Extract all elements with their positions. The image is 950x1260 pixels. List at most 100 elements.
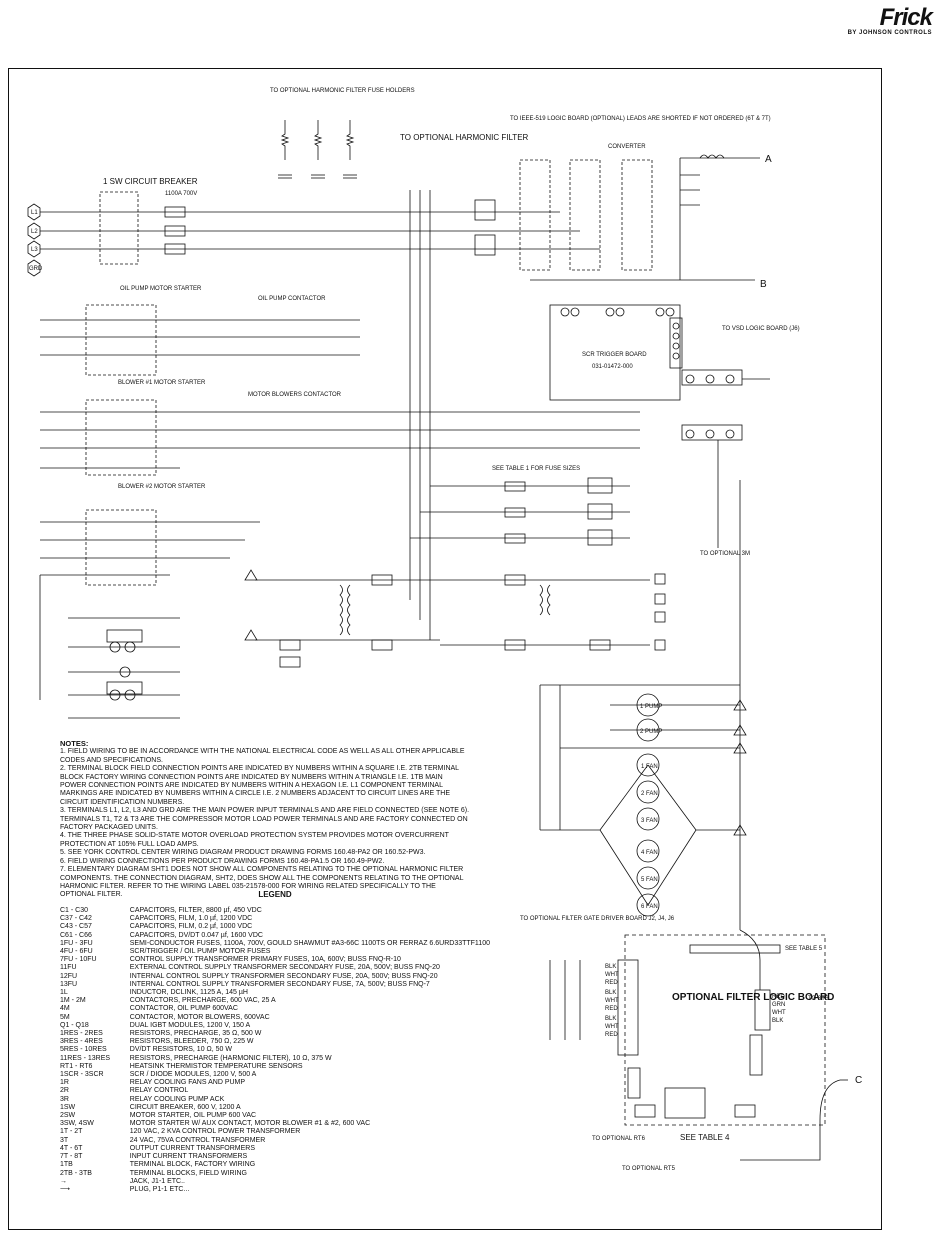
point-b-label: B bbox=[760, 279, 767, 290]
legend-code: C43 - C57 bbox=[60, 923, 92, 931]
converter-section: TO IEEE-519 LOGIC BOARD (OPTIONAL) LEADS… bbox=[474, 116, 772, 290]
legend-code: RT1 - RT6 bbox=[60, 1062, 93, 1070]
legend-description: RELAY COOLING FANS AND PUMP bbox=[129, 1079, 246, 1087]
fan-6-circle bbox=[636, 893, 660, 917]
fan-label: 1 FAN bbox=[641, 764, 658, 770]
main-power-lines: 1 SW CIRCUIT BREAKER 1100A 700V bbox=[40, 177, 600, 265]
fuse-2fu bbox=[164, 225, 186, 237]
legend-description: CAPACITORS, DV/DT 0.047 µf, 1600 VDC bbox=[129, 931, 263, 939]
legend-description: RELAY COOLING PUMP ACK bbox=[129, 1095, 225, 1103]
wire-color: RED bbox=[605, 1006, 618, 1012]
j4-connector bbox=[669, 317, 683, 369]
legend-description: CONTROL SUPPLY TRANSFORMER PRIMARY FUSES… bbox=[129, 956, 401, 964]
to-optional-rt5-label: TO OPTIONAL RT5 bbox=[622, 1166, 676, 1172]
legend-description: 120 VAC, 2 KVA CONTROL POWER TRANSFORMER bbox=[129, 1128, 301, 1136]
legend-code: 1TB bbox=[60, 1161, 73, 1169]
to-optional-rt6-label: TO OPTIONAL RT6 bbox=[592, 1136, 646, 1142]
wire-color: WHT bbox=[605, 1024, 619, 1030]
motor-blowers-contactor-label: MOTOR BLOWERS CONTACTOR bbox=[248, 392, 342, 398]
pump-2-label: 2 PUMP bbox=[640, 729, 662, 735]
wire-color: WHT bbox=[605, 998, 619, 1004]
j9-connector bbox=[664, 1087, 706, 1119]
legend-row: C61 - C66 CAPACITORS, DV/DT 0.047 µf, 160… bbox=[60, 932, 490, 940]
j2-connector bbox=[617, 959, 639, 1056]
legend-description: DUAL IGBT MODULES, 1200 V, 150 A bbox=[129, 1021, 251, 1029]
legend-description: INDUCTOR, DCLINK, 1125 A, 145 µH bbox=[129, 989, 248, 997]
wire-color: WHT bbox=[605, 972, 619, 978]
legend-description: SEMI-CONDUCTOR FUSES, 1100A, 700V, GOULD… bbox=[129, 939, 490, 947]
legend-code: 1M - 2M bbox=[60, 997, 86, 1005]
legend-code: 1RES - 2RES bbox=[60, 1030, 103, 1038]
legend-code: 1L bbox=[60, 989, 68, 997]
legend-description: EXTERNAL CONTROL SUPPLY TRANSFORMER SECO… bbox=[129, 964, 440, 972]
legend-description: CONTACTORS, PRECHARGE, 600 VAC, 25 A bbox=[129, 997, 276, 1005]
wire-color: BLK bbox=[605, 990, 616, 996]
breaker-rating: 1100A 700V bbox=[165, 191, 197, 197]
legend-code: 5M bbox=[60, 1013, 70, 1021]
legend-row: 1FU - 3FU SEMI-CONDUCTOR FUSES, 1100A, 70… bbox=[60, 940, 490, 948]
harmonic-filter-fuse-group: TO OPTIONAL HARMONIC FILTER FUSE HOLDERS… bbox=[270, 88, 529, 640]
legend-description: INPUT CURRENT TRANSFORMERS bbox=[129, 1153, 248, 1161]
circuit-breaker-box bbox=[99, 191, 139, 265]
legend-description: RESISTORS, BLEEDER, 750 Ω, 225 W bbox=[129, 1038, 254, 1046]
cooling-fans-pumps: 1 PUMP 2 PUMP 1 FAN 2 FAN 3 FAN 4 FAN 5 … bbox=[539, 684, 747, 917]
scr-module-2 bbox=[569, 159, 601, 271]
terminal-l2-hexagon bbox=[27, 222, 41, 240]
legend-description: TERMINAL BLOCKS, FIELD WIRING bbox=[129, 1169, 247, 1177]
legend-description: CONTACTOR, MOTOR BLOWERS, 600VAC bbox=[129, 1013, 270, 1021]
legend-code: → bbox=[60, 1177, 67, 1185]
legend-code: 1SW bbox=[60, 1103, 76, 1111]
legend-description: TERMINAL BLOCK, FACTORY WIRING bbox=[129, 1161, 256, 1169]
fan-label: 6 FAN bbox=[641, 904, 658, 910]
control-transformers: TO OPTIONAL 3M bbox=[244, 440, 750, 668]
legend-row: 1L INDUCTOR, DCLINK, 1125 A, 145 µH bbox=[60, 989, 490, 997]
brand-name: Frick bbox=[879, 4, 933, 31]
oil-pump-starter-box bbox=[85, 304, 157, 376]
legend-code: 4M bbox=[60, 1005, 70, 1013]
harmonic-fuse-label: TO OPTIONAL HARMONIC FILTER FUSE HOLDERS bbox=[270, 88, 415, 94]
legend-code: 1FU - 3FU bbox=[60, 939, 93, 947]
terminal-l1-hexagon bbox=[27, 203, 41, 221]
legend-description: CAPACITORS, FILM, 0.2 µf, 1000 VDC bbox=[129, 923, 253, 931]
wire-color: RED bbox=[605, 980, 618, 986]
pump-2-circle bbox=[636, 718, 660, 742]
scr-module-3 bbox=[621, 159, 653, 271]
current-transformer-8t bbox=[474, 234, 496, 256]
legend-description: RESISTORS, PRECHARGE, 35 Ω, 500 W bbox=[129, 1030, 262, 1038]
note-item: 6. FIELD WIRING CONNECTIONS PER PRODUCT … bbox=[60, 857, 385, 865]
scr-board-outline bbox=[549, 304, 681, 401]
legend-description: DV/DT RESISTORS, 10 Ω, 50 W bbox=[129, 1046, 232, 1054]
legend-description: OUTPUT CURRENT TRANSFORMERS bbox=[129, 1144, 255, 1152]
j8-connector bbox=[754, 989, 771, 1031]
legend-code: C61 - C66 bbox=[60, 931, 92, 939]
legend-description: RESISTORS, PRECHARGE (HARMONIC FILTER), … bbox=[129, 1054, 332, 1062]
terminal-grd-hexagon bbox=[27, 259, 41, 277]
legend-code: 2TB - 3TB bbox=[60, 1169, 92, 1177]
notes-section: NOTES: 1. FIELD WIRING TO BE IN ACCORDAN… bbox=[60, 739, 470, 900]
legend-description: SCR/TRIGGER / OIL PUMP MOTOR FUSES bbox=[129, 948, 271, 956]
legend-description: CONTACTOR, OIL PUMP 600VAC bbox=[129, 1005, 238, 1013]
j8-wire-color: GRN bbox=[772, 1002, 785, 1008]
legend-description: INTERNAL CONTROL SUPPLY TRANSFORMER SECO… bbox=[129, 972, 438, 980]
see-table5-label: SEE TABLE 5 bbox=[785, 946, 823, 952]
legend-row: 1TB TERMINAL BLOCK, FACTORY WIRING bbox=[60, 1161, 490, 1169]
legend-code: ⟶ bbox=[60, 1185, 71, 1193]
legend-code: C37 - C42 bbox=[60, 915, 92, 923]
scr-module-1 bbox=[519, 159, 551, 271]
legend-code: 3RES - 4RES bbox=[60, 1038, 103, 1046]
oil-pump-starter-label: OIL PUMP MOTOR STARTER bbox=[120, 286, 202, 292]
frick-logo: Frick BY JOHNSON CONTROLS bbox=[812, 4, 933, 46]
point-c-label: C bbox=[855, 1075, 862, 1086]
note-item: 2. TERMINAL BLOCK FIELD CONNECTION POINT… bbox=[60, 765, 459, 806]
